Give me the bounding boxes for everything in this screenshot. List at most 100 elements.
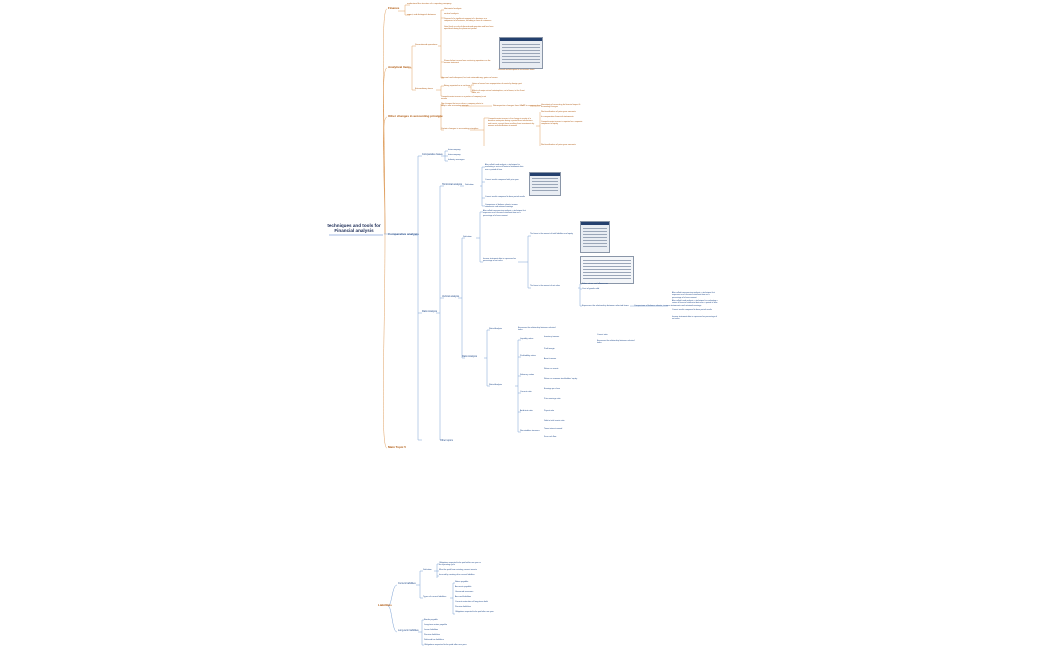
vertical-note: Also called common-size analysis, a tech… <box>483 210 526 217</box>
vertical-analysis[interactable]: Vertical analysis <box>442 295 460 298</box>
analysis-item[interactable]: vertical analysis <box>444 13 459 15</box>
vertical-balance-image <box>580 221 610 253</box>
liability-note: Incurred by creating other current liabi… <box>439 574 475 576</box>
current-liabilities[interactable]: Current liabilities <box>398 582 416 585</box>
branch-analytical-items[interactable]: Analytical Items <box>388 65 411 69</box>
other-item: In comparative financial statements <box>541 116 574 118</box>
analytical-note: Being reported as a net item <box>444 85 471 87</box>
ratio-note: Return on assets <box>544 368 559 370</box>
liquidity-ratios[interactable]: Liquidity ratios <box>520 338 534 340</box>
ratio-note: Price-earnings ratio <box>544 398 561 400</box>
vertical-note: The base is the amount of total liabilit… <box>530 233 573 235</box>
other-item: Reclassification of prior-year amounts <box>541 144 576 146</box>
analytical-note: Disposal of a significant segment of a b… <box>444 18 492 23</box>
other-note: Comprehensive income is the change in eq… <box>488 118 535 127</box>
vertical-item: Expresses the relationship between selec… <box>582 305 629 307</box>
horizontal-definition[interactable]: Definition <box>465 184 474 186</box>
liability-type[interactable]: Notes payable <box>455 581 469 583</box>
branch-main-topic-5[interactable]: Main Topic 5 <box>388 445 406 449</box>
vertical-income-image <box>580 256 634 284</box>
ratio-item[interactable]: Ratio Analysis <box>489 328 503 330</box>
other-note: The changes that occur when a company el… <box>441 103 484 108</box>
horizontal-note: Also called trend analysis, a technique … <box>485 164 524 171</box>
ratio-analysis[interactable]: Ratio Analysis <box>462 355 478 358</box>
ratio-note: Expresses the relationship between selec… <box>597 340 635 345</box>
ratio-note: Expresses the relationship between selec… <box>518 327 556 332</box>
liability-note: Obligations expected to be paid after on… <box>455 611 494 613</box>
long-term-item[interactable]: Obligations expected to be paid after on… <box>424 644 467 646</box>
vertical-note: Income statement data is expressed as pe… <box>483 258 516 263</box>
other-note: Uncertainty of accounting for financial … <box>541 104 581 109</box>
other-item[interactable]: Certain changes in accounting principles <box>441 128 479 130</box>
other-note: Comprehensive income as a portion of com… <box>441 96 487 101</box>
analytical-note: Unusual and infrequent in occurrence ite… <box>498 69 535 71</box>
current-liabilities-definition[interactable]: Definition <box>423 569 432 571</box>
branch-liabilities[interactable]: Liabilities <box>378 603 392 607</box>
ratio-receivables[interactable]: Receivables turnover <box>520 430 540 432</box>
ratio-note: Earnings per share <box>544 388 560 390</box>
horizontal-analysis[interactable]: Horizontal analysis <box>442 183 463 186</box>
analytical-note: Gains or losses from expropriation of as… <box>472 83 522 85</box>
vertical-note: Also called common-size analysis, a tech… <box>672 292 715 299</box>
long-term-item[interactable]: Pension liabilities <box>424 634 440 636</box>
vertical-definition[interactable]: Definition <box>463 236 472 238</box>
branch-comparative-analysis[interactable]: Comparative analysis <box>388 232 419 236</box>
profitability-ratios[interactable]: Profitability ratios <box>520 355 536 357</box>
analysis-item[interactable]: Horizontal analysis <box>444 8 462 10</box>
long-term-item[interactable]: Bonds payable <box>424 619 438 621</box>
ratio-note: Asset turnover <box>544 358 557 360</box>
analytical-note: Effects of major natural catastrophes, n… <box>472 90 525 95</box>
ratio-item[interactable]: Ratio Analysis <box>489 384 503 386</box>
other-topics[interactable]: Other topics <box>440 439 453 442</box>
analytical-note: Gain (loss) on sale of discontinued oper… <box>444 26 494 31</box>
ratio-note: Debt to total assets ratio <box>544 420 565 422</box>
ratio-acid-test[interactable]: Acid-test ratio <box>520 410 533 412</box>
horizontal-note: Current results compared to base period … <box>485 196 525 198</box>
long-term-item[interactable]: Long-term notes payable <box>424 624 447 626</box>
basis-intercompany[interactable]: Intercompany <box>448 154 461 156</box>
analytical-statement-image <box>499 37 543 69</box>
horizontal-note: Comparison of balance sheets, income sta… <box>485 204 518 209</box>
liability-type[interactable]: Accrued liabilities <box>455 596 472 598</box>
vertical-note: Income statement data is expressed as pe… <box>672 316 717 321</box>
horizontal-table-image <box>529 172 561 196</box>
ratio-note: Payout ratio <box>544 410 555 412</box>
root-topic[interactable]: techniques and tools for Financial analy… <box>327 223 381 233</box>
vertical-note: The base is the amount of net sales <box>530 285 560 287</box>
analytical-note: Unusual and infrequent, but not extraord… <box>441 77 498 79</box>
liability-type[interactable]: Pension liabilities <box>455 606 471 608</box>
ratio-note: Current ratio <box>597 334 608 336</box>
extraordinary-items[interactable]: Extraordinary items <box>415 88 433 90</box>
analytical-note: Shown below income from continuing opera… <box>444 60 491 65</box>
liability-type[interactable]: Unearned revenues <box>455 591 474 593</box>
ratio-note: Free cash flow <box>544 436 557 438</box>
other-item[interactable]: Retrospective changes from GAAP to compa… <box>493 105 542 107</box>
comparative-bases[interactable]: Comparative bases <box>422 153 443 156</box>
basis-intracompany[interactable]: Intracompany <box>448 149 461 151</box>
ratio-current[interactable]: Current ratio <box>520 391 532 393</box>
vertical-item: Cost of goods sold <box>582 288 600 290</box>
vertical-item: Comparison of balance sheets, income sta… <box>634 305 702 307</box>
long-term-item[interactable]: Lease liabilities <box>424 629 439 631</box>
finance-item[interactable]: report, and distinguish between <box>407 14 436 16</box>
discontinued-operations[interactable]: Discontinued operations <box>415 44 438 46</box>
branch-other-changes[interactable]: Other changes in accounting principle <box>388 114 443 118</box>
other-note: Comprehensive income is reported as a se… <box>541 121 583 126</box>
ratio-note: Profit margin <box>544 348 555 350</box>
long-term-item[interactable]: Deferred tax liabilities <box>424 639 444 641</box>
solvency-ratios[interactable]: Solvency ratios <box>520 374 535 376</box>
liability-type[interactable]: Accounts payable <box>455 586 472 588</box>
vertical-note: Current results compared to base period … <box>672 309 712 311</box>
other-item: Reclassification of prior-year amounts <box>541 111 576 113</box>
finance-item[interactable]: understand the structure of a reporting … <box>407 3 452 5</box>
liability-type[interactable]: Current maturities of long-term debt <box>455 601 488 603</box>
branch-finance[interactable]: Finance <box>388 6 400 10</box>
tools-node[interactable]: Ratio Analysis <box>422 310 438 313</box>
ratio-note: Inventory turnover <box>544 336 560 338</box>
basis-industry-averages[interactable]: Industry averages <box>448 159 465 161</box>
current-liabilities-types[interactable]: Types of current liabilities <box>423 596 447 598</box>
liability-note: Must be paid from existing current asset… <box>439 569 477 571</box>
long-term-liabilities[interactable]: Long-term liabilities <box>398 629 419 632</box>
